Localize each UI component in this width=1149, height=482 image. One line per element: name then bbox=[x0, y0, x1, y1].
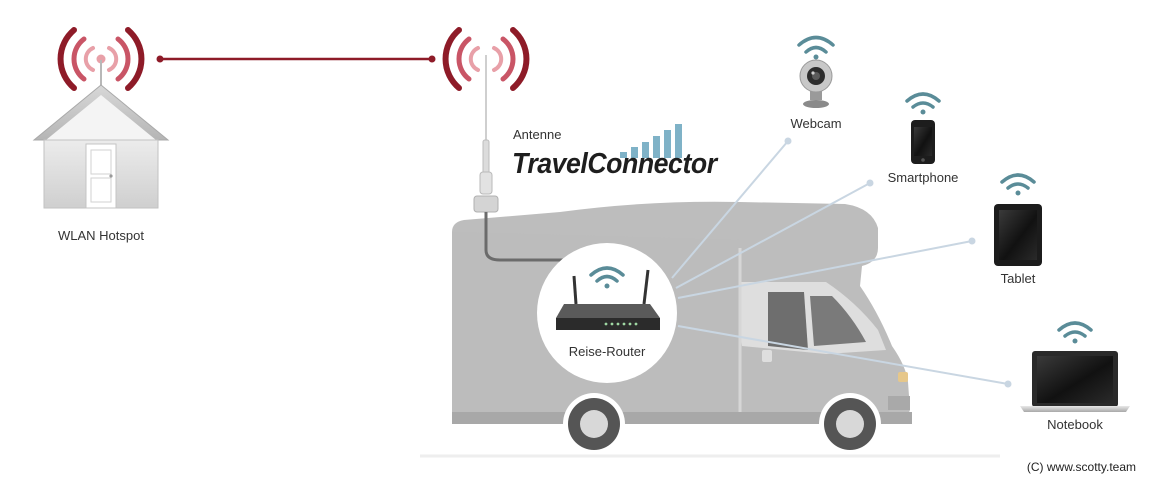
smartphone-label: Smartphone bbox=[888, 170, 959, 185]
camper-icon bbox=[452, 201, 912, 424]
copyright-text: (C) www.scotty.team bbox=[1026, 460, 1136, 474]
notebook-wifi-icon bbox=[1057, 321, 1093, 344]
hotspot-antenna-link bbox=[156, 55, 436, 63]
laptop-icon bbox=[1020, 351, 1130, 412]
webcam-label: Webcam bbox=[790, 116, 841, 131]
tablet-icon bbox=[994, 204, 1042, 266]
house-icon bbox=[32, 84, 170, 209]
antenna-label: Antenne bbox=[513, 127, 562, 142]
mast-icon bbox=[473, 55, 499, 213]
notebook-label: Notebook bbox=[1047, 417, 1103, 432]
webcam-icon bbox=[799, 59, 833, 108]
brand-logo-text: TravelConnector bbox=[512, 148, 717, 180]
rear-wheel-icon bbox=[563, 393, 625, 455]
router-icon bbox=[556, 269, 660, 330]
smartphone-icon bbox=[911, 120, 935, 164]
router-label: Reise-Router bbox=[569, 344, 646, 359]
device-link-dots bbox=[784, 137, 1012, 388]
front-wheel-icon bbox=[819, 393, 881, 455]
antenna-signal-icon bbox=[442, 27, 530, 91]
tablet-label: Tablet bbox=[1001, 271, 1036, 286]
signal-bars-logo bbox=[620, 124, 682, 158]
router-wifi-icon bbox=[589, 266, 625, 289]
device-link-lines bbox=[671, 140, 1009, 385]
tablet-wifi-icon bbox=[1000, 173, 1036, 196]
webcam-wifi-icon bbox=[797, 35, 835, 60]
hotspot-signal-icon bbox=[57, 27, 145, 91]
hotspot-label: WLAN Hotspot bbox=[58, 228, 144, 243]
smartphone-wifi-icon bbox=[905, 92, 941, 115]
